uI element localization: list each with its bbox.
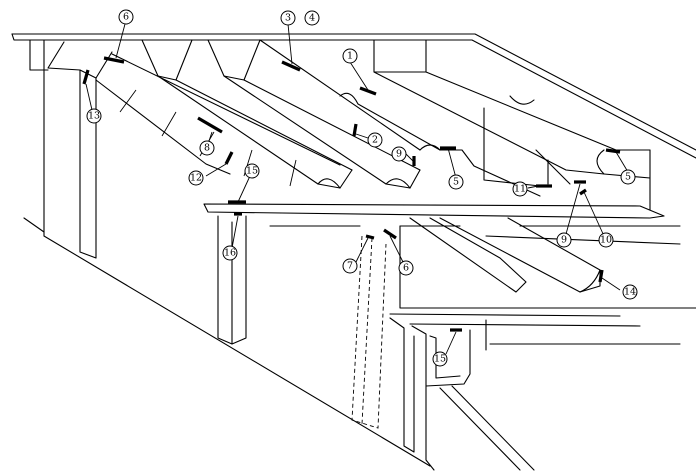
- svg-text:15: 15: [246, 166, 258, 177]
- callout-5-right: 5: [620, 169, 636, 185]
- callout-9-mid: 9: [391, 146, 407, 162]
- sloped-outer-plate: [23, 217, 431, 467]
- middle-post: [217, 215, 247, 345]
- callout-6-top: 6: [118, 9, 134, 25]
- weld-6-mid: [383, 228, 397, 240]
- svg-text:5: 5: [453, 177, 459, 188]
- callout-14: 14: [622, 284, 638, 300]
- svg-text:6: 6: [403, 263, 409, 274]
- svg-text:13: 13: [88, 111, 100, 122]
- svg-text:16: 16: [224, 248, 236, 259]
- callout-3: 3: [280, 10, 296, 26]
- weld-5-right: [605, 148, 621, 154]
- svg-text:9: 9: [396, 149, 402, 160]
- callout-1: 1: [342, 48, 358, 64]
- svg-text:3: 3: [285, 13, 291, 24]
- weld-7: [365, 234, 375, 240]
- weld-2: [352, 123, 358, 137]
- leader-lines: [85, 23, 629, 355]
- diagonal-girder: [95, 53, 341, 187]
- right-box-girder: [373, 39, 651, 211]
- lower-bracket: [389, 317, 535, 471]
- callout-2: 2: [367, 132, 383, 148]
- weld-6-top: [103, 56, 125, 64]
- svg-text:7: 7: [347, 261, 353, 272]
- svg-text:12: 12: [190, 173, 202, 184]
- weld-12: [224, 151, 234, 165]
- top-deck-plate: [11, 33, 696, 159]
- weld-3-4: [281, 60, 301, 72]
- callout-15-low: 15: [432, 351, 448, 367]
- hidden-post: [351, 235, 387, 429]
- callout-13: 13: [86, 108, 102, 124]
- weld-8: [197, 116, 223, 134]
- svg-text:6: 6: [123, 12, 129, 23]
- callout-15-top: 15: [244, 163, 260, 179]
- weld-marks: [82, 56, 621, 332]
- left-column: [43, 39, 113, 259]
- svg-text:9: 9: [561, 235, 567, 246]
- lower-channels: [389, 217, 696, 345]
- callout-8: 8: [199, 140, 215, 156]
- weld-14: [598, 269, 604, 283]
- svg-text:1: 1: [347, 51, 353, 62]
- callout-6-mid: 6: [398, 260, 414, 276]
- svg-text:11: 11: [514, 184, 526, 195]
- svg-text:8: 8: [204, 143, 210, 154]
- svg-text:5: 5: [625, 172, 631, 183]
- svg-text:14: 14: [624, 287, 636, 298]
- callout-16: 16: [222, 245, 238, 261]
- svg-text:10: 10: [600, 235, 612, 246]
- callout-5-mid: 5: [448, 174, 464, 190]
- svg-text:4: 4: [309, 13, 315, 24]
- svg-text:15: 15: [434, 354, 446, 365]
- callout-7: 7: [342, 258, 358, 274]
- callout-4: 4: [304, 10, 320, 26]
- corrugated-channels: [141, 39, 541, 197]
- weld-1: [359, 86, 377, 96]
- middle-flange: [203, 203, 681, 245]
- callout-11: 11: [512, 181, 528, 197]
- weld-13: [82, 69, 90, 85]
- callout-12: 12: [188, 170, 204, 186]
- svg-text:2: 2: [372, 135, 378, 146]
- callout-9-right: 9: [556, 232, 572, 248]
- weld-10: [579, 188, 587, 196]
- callout-10: 10: [598, 232, 614, 248]
